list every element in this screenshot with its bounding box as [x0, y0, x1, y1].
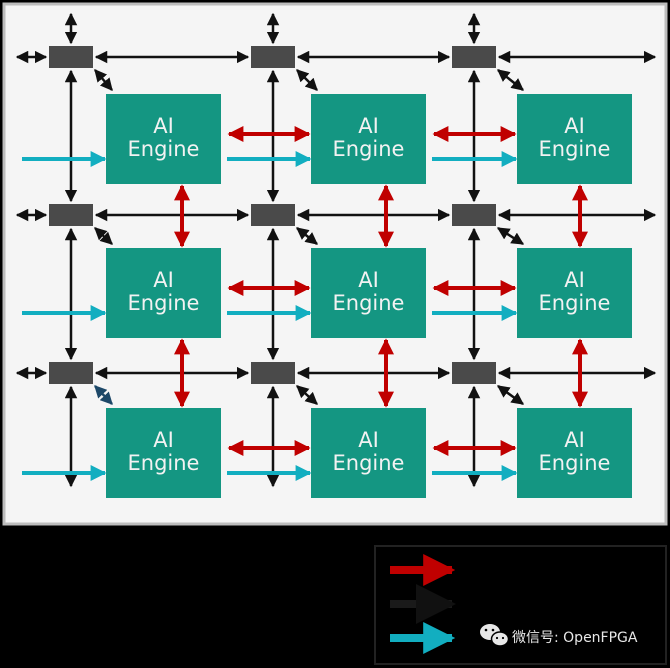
ai-engine-label-line1: AI — [358, 114, 379, 138]
switch-box — [452, 46, 496, 68]
memory-links — [174, 126, 588, 456]
ai-engine-label-line2: Engine — [539, 451, 611, 475]
ai-engine-label-line2: Engine — [539, 291, 611, 315]
ai-engine-label-line1: AI — [358, 268, 379, 292]
ai-engine-box — [311, 248, 426, 338]
ai-engine-label-line1: AI — [358, 428, 379, 452]
switch-to-engine-arrow — [94, 69, 113, 91]
ai-engine-label-line2: Engine — [128, 291, 200, 315]
ai-engine-label-line1: AI — [564, 268, 585, 292]
watermark: 微信号: OpenFPGA — [480, 624, 638, 647]
switch-box — [452, 362, 496, 384]
switch-box — [251, 204, 295, 226]
ai-engine-box — [517, 408, 632, 498]
cascade-links — [22, 151, 518, 481]
switch-to-engine-arrow — [296, 227, 318, 245]
ai-engine-box — [311, 94, 426, 184]
ai-engine-label-line2: Engine — [333, 451, 405, 475]
ai-engine-label-line2: Engine — [333, 291, 405, 315]
wechat-icon — [480, 624, 510, 647]
switch-to-engine-arrow — [94, 227, 113, 245]
switch-boxes — [49, 46, 496, 384]
switch-box — [251, 46, 295, 68]
ai-engine-box — [106, 248, 221, 338]
ai-engine-label-line2: Engine — [128, 137, 200, 161]
ai-engines: AIEngineAIEngineAIEngineAIEngineAIEngine… — [106, 94, 632, 498]
ai-engine-label-line2: Engine — [539, 137, 611, 161]
switch-box — [49, 46, 93, 68]
switch-box — [452, 204, 496, 226]
ai-engine-box — [106, 408, 221, 498]
ai-engine-box — [517, 94, 632, 184]
switch-to-engine-arrow — [496, 384, 525, 406]
ai-engine-label-line1: AI — [153, 114, 174, 138]
switch-box — [49, 204, 93, 226]
switch-box — [49, 362, 93, 384]
ai-engine-label-line1: AI — [564, 428, 585, 452]
ai-engine-label-line1: AI — [153, 428, 174, 452]
ai-engine-label-line2: Engine — [128, 451, 200, 475]
switch-to-engine-arrow — [497, 69, 524, 91]
switch-to-engine-arrow — [296, 385, 318, 405]
switch-box — [251, 362, 295, 384]
switch-to-engine-arrow — [94, 385, 113, 405]
ai-engine-label-line2: Engine — [333, 137, 405, 161]
ai-engine-box — [517, 248, 632, 338]
ai-engine-box — [311, 408, 426, 498]
ai-engine-label-line1: AI — [564, 114, 585, 138]
ai-engine-box — [106, 94, 221, 184]
switch-to-engine-arrow — [296, 69, 318, 91]
switch-to-engine-arrow — [496, 226, 525, 246]
ai-engine-label-line1: AI — [153, 268, 174, 292]
watermark-text: 微信号: OpenFPGA — [512, 630, 638, 646]
